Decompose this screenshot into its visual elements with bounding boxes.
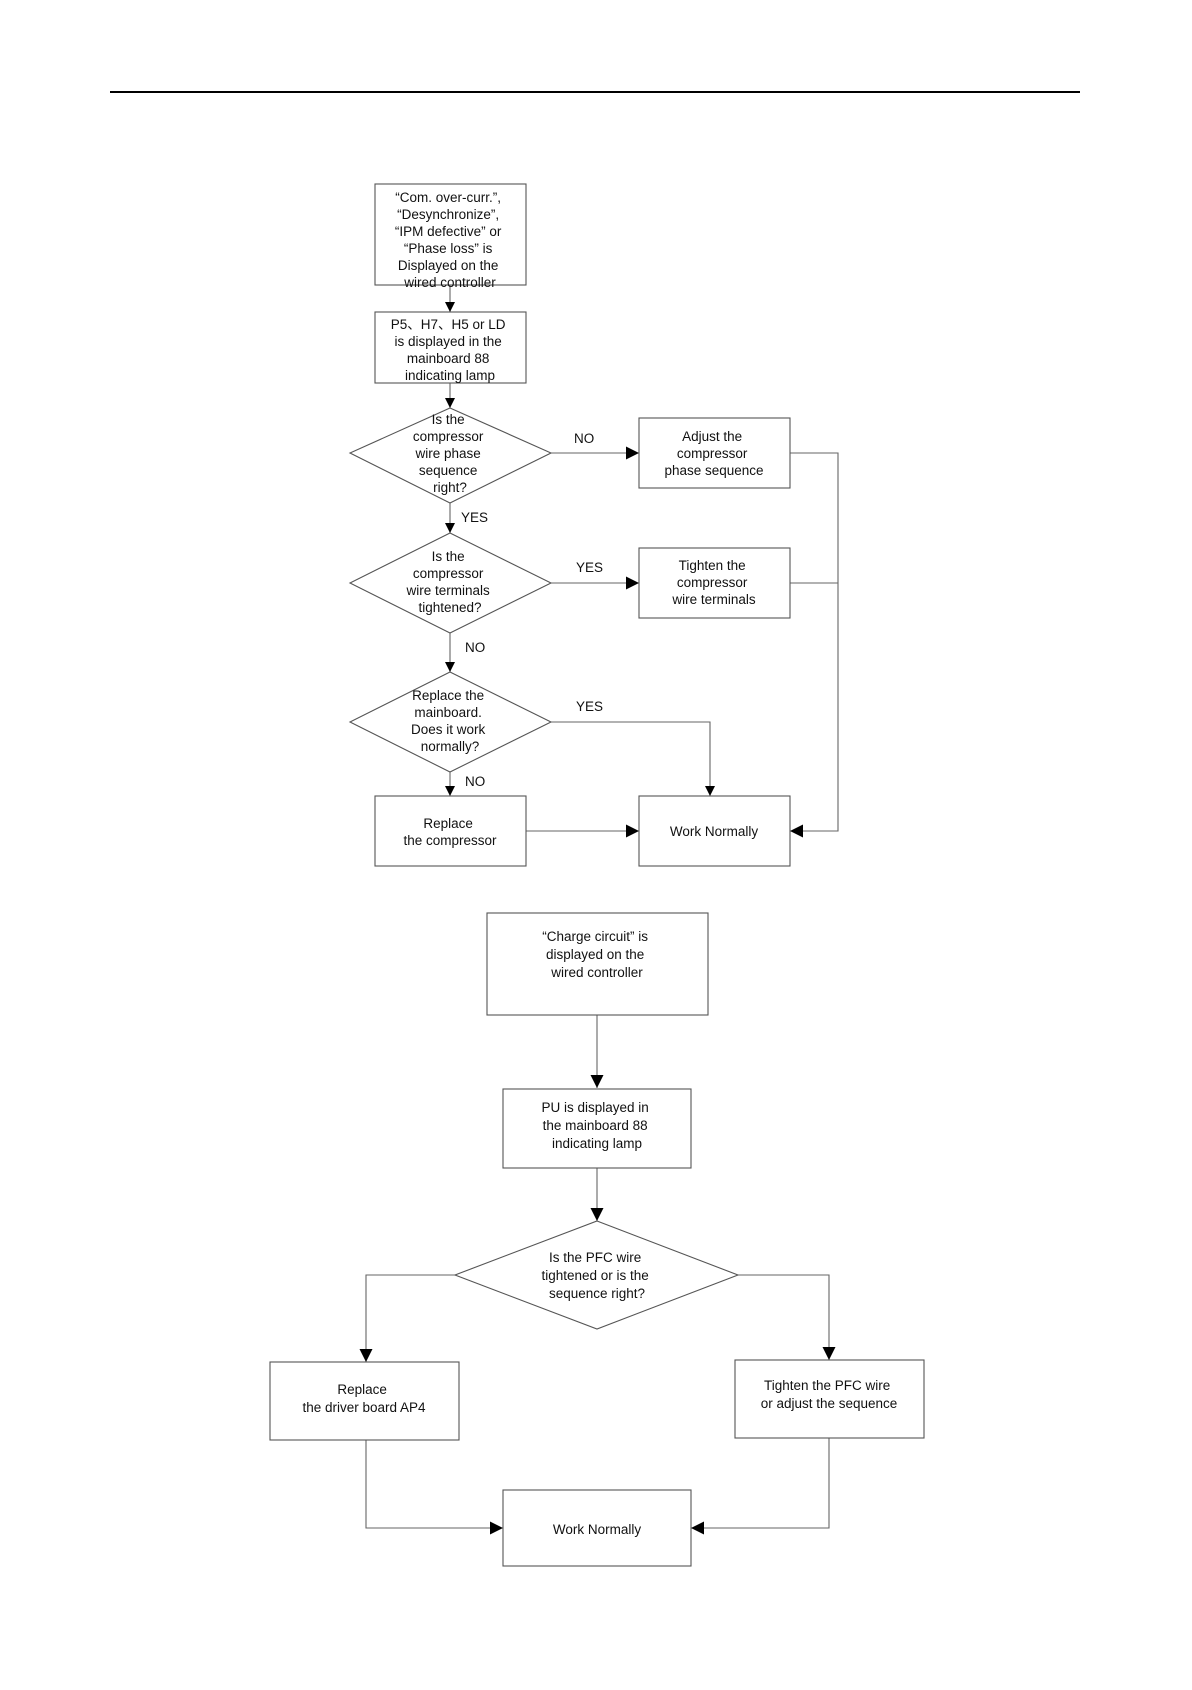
flow1-node-tighten: Tighten the compressor wire terminals: [638, 547, 791, 619]
flow1-decision-terminals: Is the compressor wire terminals tighten…: [348, 532, 553, 634]
flow1-replace-comp-text: Replace the compressor: [403, 816, 497, 848]
flow2-start-text: “Charge circuit” is displayed on the wir…: [542, 929, 652, 980]
flow2-code-text: PU is displayed in the mainboard 88 indi…: [541, 1100, 652, 1151]
flow1-node-replace-compressor: Replace the compressor: [374, 795, 527, 867]
flow1-node-start: “Com. over-curr.”, “Desynchronize”, “IPM…: [374, 183, 527, 290]
flow1-decision-phase: Is the compressor wire phase sequence ri…: [348, 407, 553, 504]
link-q-mainboard-yes: [551, 721, 715, 796]
label-yes-mainboard: YES: [576, 699, 603, 714]
label-no-terminals: NO: [465, 640, 485, 655]
flow2-node-replace-driver: Replace the driver board AP4: [269, 1361, 460, 1441]
flow1-node-work: Work Normally: [638, 795, 791, 867]
link2-q-right: [738, 1274, 836, 1360]
flow1-node-adjust: Adjust the compressor phase sequence: [638, 417, 791, 489]
flow2-decision-pfc: Is the PFC wire tightened or is the sequ…: [453, 1220, 740, 1330]
flow2-node-work: Work Normally: [502, 1489, 692, 1567]
flow1-code-text: P5、H7、H5 or LD is displayed in the mainb…: [391, 317, 510, 383]
header-rule: [110, 91, 1080, 93]
flow2-tighten-pfc-text: Tighten the PFC wire or adjust the seque…: [761, 1378, 898, 1411]
link2-driver-to-work: [365, 1440, 503, 1535]
flow2-connectors: [359, 1015, 836, 1535]
flow2-node-code: PU is displayed in the mainboard 88 indi…: [502, 1088, 692, 1169]
flow1-branch-labels: NO YES YES NO YES NO: [461, 431, 603, 789]
link2-q-left: [359, 1274, 455, 1362]
link2-pfc-to-work: [691, 1438, 830, 1535]
flow2-q-pfc-text: Is the PFC wire tightened or is the sequ…: [541, 1250, 652, 1301]
flow2-work-text: Work Normally: [553, 1522, 642, 1537]
flow1-node-code: P5、H7、H5 or LD is displayed in the mainb…: [374, 311, 527, 384]
flow1-adjust-text: Adjust the compressor phase sequence: [664, 429, 763, 478]
flow1-q-terminals-text: Is the compressor wire terminals tighten…: [405, 549, 493, 615]
label-yes-terminals: YES: [576, 560, 603, 575]
flow1-work-text: Work Normally: [670, 824, 759, 839]
label-yes-phase: YES: [461, 510, 488, 525]
flow1-connectors: [445, 285, 839, 838]
flow1-q-mainboard-text: Replace the mainboard. Does it work norm…: [411, 688, 489, 754]
flow2-replace-driver-text: Replace the driver board AP4: [302, 1382, 426, 1415]
link-adjust-to-work: [790, 452, 839, 838]
flow1-start-text: “Com. over-curr.”, “Desynchronize”, “IPM…: [395, 190, 505, 290]
flow1-q-phase-text: Is the compressor wire phase sequence ri…: [413, 412, 487, 495]
label-no-phase: NO: [574, 431, 594, 446]
flow2-node-start: “Charge circuit” is displayed on the wir…: [486, 912, 709, 1016]
flow1-decision-mainboard: Replace the mainboard. Does it work norm…: [348, 671, 553, 773]
flow2-node-tighten-pfc: Tighten the PFC wire or adjust the seque…: [734, 1359, 925, 1439]
flow1-tighten-text: Tighten the compressor wire terminals: [671, 558, 756, 607]
label-no-mainboard: NO: [465, 774, 485, 789]
